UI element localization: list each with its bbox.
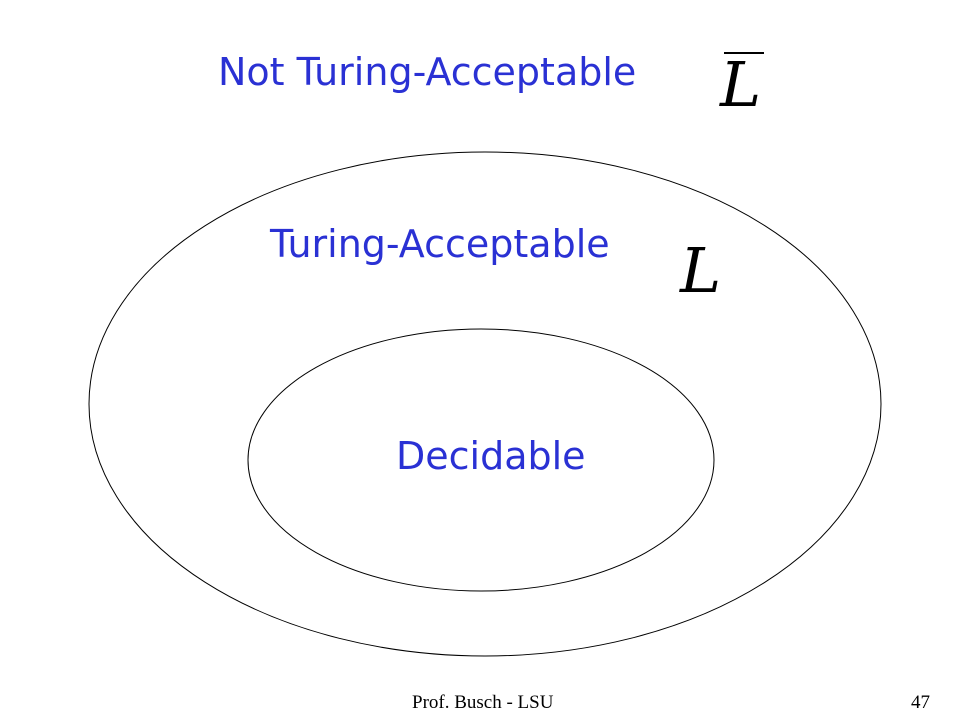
- page-number: 47: [911, 692, 930, 713]
- complement-overline: [724, 52, 764, 54]
- not-turing-acceptable-label: Not Turing-Acceptable: [218, 50, 637, 94]
- language-symbol: L: [680, 234, 722, 307]
- decidable-label: Decidable: [396, 434, 586, 478]
- complement-language-symbol: L: [720, 48, 762, 121]
- decidable-ellipse: [247, 328, 715, 592]
- turing-acceptable-label: Turing-Acceptable: [270, 222, 610, 266]
- turing-acceptable-ellipse: [88, 151, 882, 657]
- footer-author: Prof. Busch - LSU: [412, 692, 554, 713]
